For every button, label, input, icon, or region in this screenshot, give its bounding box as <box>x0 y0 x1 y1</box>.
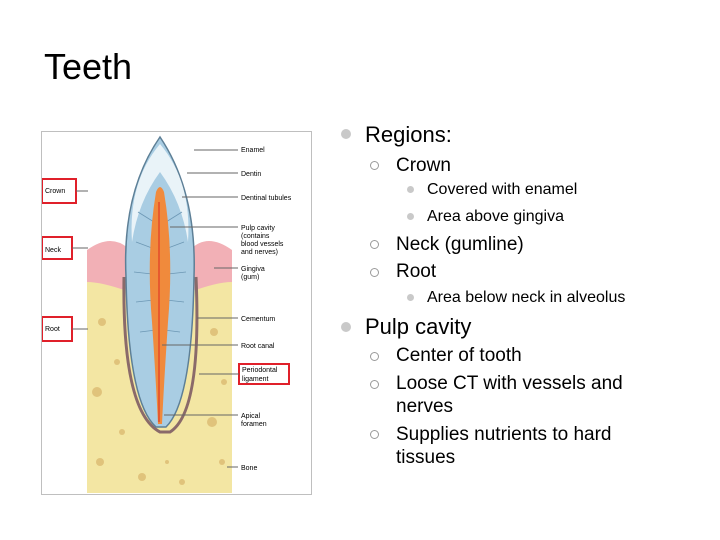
slide-title: Teeth <box>44 46 133 87</box>
bullet-root: Root <box>396 261 437 282</box>
bullet-dot <box>341 322 351 332</box>
right-labels: Enamel Dentin Dentinal tubules Pulp cavi… <box>162 147 292 472</box>
bullet-neck: Neck (gumline) <box>396 234 524 255</box>
bullet-covered-with-enamel: Covered with enamel <box>427 181 578 198</box>
label-pulp-cavity-3: blood vessels <box>241 241 284 248</box>
label-root-canal: Root canal <box>241 343 275 350</box>
gingiva-region <box>87 241 232 292</box>
bullet-supplies-line2: tissues <box>396 447 456 468</box>
bullet-crown: Crown <box>396 155 451 176</box>
bullet-pulp-cavity: Pulp cavity <box>365 314 472 339</box>
label-gingiva-1: Gingiva <box>241 266 265 273</box>
tooth-illustration: Crown Neck Root Enamel Dentin Dentinal t… <box>42 135 292 493</box>
bullet-center-of-tooth: Center of tooth <box>396 345 522 366</box>
tooth <box>124 135 195 428</box>
bullet-loose-ct-line1: Loose CT with vessels and <box>396 373 623 394</box>
label-dentinal-tubules: Dentinal tubules <box>241 195 292 202</box>
bullet-loose-ct-line2: nerves <box>396 396 454 417</box>
label-apical-2: foramen <box>241 421 267 428</box>
label-periodontal-1: Periodontal <box>242 367 278 374</box>
bullet-ring <box>370 430 379 439</box>
bullet-ring <box>370 240 379 249</box>
left-labels: Crown Neck Root <box>42 178 88 342</box>
label-gingiva-2: (gum) <box>241 274 259 281</box>
label-root: Root <box>45 326 60 333</box>
bullet-list: Regions: Crown Covered with enamel Area … <box>338 0 720 540</box>
label-pulp-cavity-4: and nerves) <box>241 249 278 256</box>
bullet-ring <box>370 268 379 277</box>
label-apical-1: Apical <box>241 413 261 420</box>
bullet-ring <box>370 161 379 170</box>
bullet-dot-small <box>407 213 414 220</box>
label-dentin: Dentin <box>241 171 261 178</box>
label-neck: Neck <box>45 247 61 254</box>
label-enamel: Enamel <box>241 147 265 154</box>
bullet-regions: Regions: <box>365 122 452 147</box>
bullet-dot-small <box>407 294 414 301</box>
bullet-area-above-gingiva: Area above gingiva <box>427 208 564 225</box>
tooth-diagram: Crown Neck Root Enamel Dentin Dentinal t… <box>41 131 312 495</box>
label-bone: Bone <box>241 465 257 472</box>
label-periodontal-2: ligament <box>242 376 269 383</box>
bullet-ring <box>370 352 379 361</box>
label-pulp-cavity-1: Pulp cavity <box>241 225 275 232</box>
bullet-supplies-line1: Supplies nutrients to hard <box>396 424 612 445</box>
bullet-area-below-neck: Area below neck in alveolus <box>427 289 626 306</box>
bullet-ring <box>370 380 379 389</box>
label-crown: Crown <box>45 188 65 195</box>
label-cementum: Cementum <box>241 316 275 323</box>
bullet-dot <box>341 129 351 139</box>
label-pulp-cavity-2: (contains <box>241 233 270 240</box>
bullet-dot-small <box>407 186 414 193</box>
